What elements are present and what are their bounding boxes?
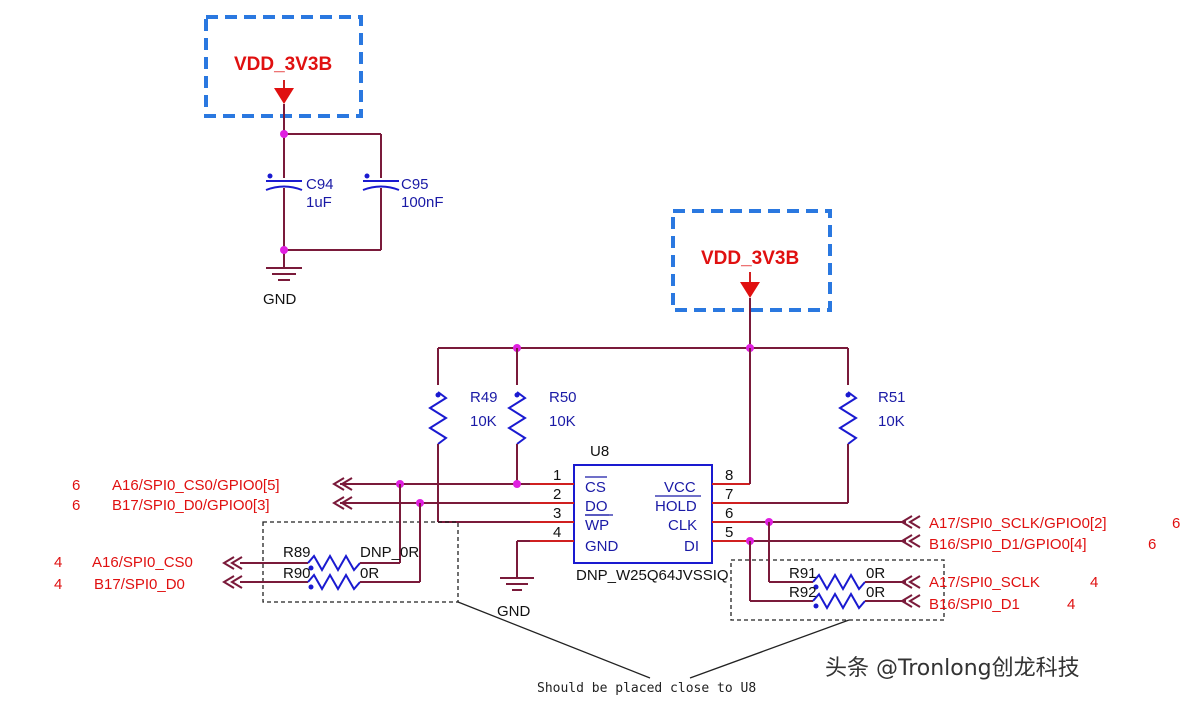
watermark: 头条 @Tronlong创龙科技	[825, 656, 1080, 681]
pin4-name: GND	[585, 538, 619, 555]
r49-ref: R49	[470, 389, 498, 406]
net-right-2-name: B16/SPI0_D1/GPIO0[4]	[929, 536, 1087, 553]
gnd-label-chip: GND	[497, 603, 531, 620]
pin7-name: HOLD	[655, 498, 697, 515]
net-right-3-name: A17/SPI0_SCLK	[929, 574, 1040, 591]
r92-ref: R92	[789, 584, 817, 601]
r90-value: 0R	[360, 565, 379, 582]
pin1-num: 1	[553, 467, 561, 484]
pin3-name: WP	[585, 517, 609, 534]
gnd-label-top: GND	[263, 291, 297, 308]
r89-value: DNP_0R	[360, 544, 419, 561]
r89-ref: R89	[283, 544, 311, 561]
power-label-top: VDD_3V3B	[234, 54, 332, 75]
c95-ref: C95	[401, 176, 429, 193]
net-left-4-page: 4	[54, 576, 62, 593]
power-label-mid: VDD_3V3B	[701, 248, 799, 269]
placement-box-left	[262, 521, 459, 603]
net-left-4-name: B17/SPI0_D0	[94, 576, 185, 593]
net-right-4-name: B16/SPI0_D1	[929, 596, 1020, 613]
chip-u8-body	[573, 464, 713, 564]
r91-ref: R91	[789, 565, 817, 582]
pin2-num: 2	[553, 486, 561, 503]
net-right-2-page: 6	[1148, 536, 1156, 553]
pin8-num: 8	[725, 467, 733, 484]
c94-value: 1uF	[306, 194, 332, 211]
net-left-2-name: B17/SPI0_D0/GPIO0[3]	[112, 497, 270, 514]
net-right-1-page: 6	[1172, 515, 1180, 532]
chip-ref: U8	[590, 443, 609, 460]
placement-box-right	[730, 559, 945, 621]
power-highlight-box-mid	[671, 209, 832, 312]
pin8-name: VCC	[664, 479, 696, 496]
c95-value: 100nF	[401, 194, 444, 211]
r51-ref: R51	[878, 389, 906, 406]
pin4-num: 4	[553, 524, 561, 541]
pin1-name: CS	[585, 479, 606, 496]
note-pointer-right	[689, 619, 850, 679]
pin2-name: DO	[585, 498, 608, 515]
pin3-num: 3	[553, 505, 561, 522]
r50-ref: R50	[549, 389, 577, 406]
note-pointer-left	[457, 601, 651, 679]
net-left-1-page: 6	[72, 477, 80, 494]
r91-value: 0R	[866, 565, 885, 582]
pin6-name: CLK	[668, 517, 697, 534]
r51-value: 10K	[878, 413, 905, 430]
net-left-1-name: A16/SPI0_CS0/GPIO0[5]	[112, 477, 280, 494]
net-right-4-page: 4	[1067, 596, 1075, 613]
pin5-num: 5	[725, 524, 733, 541]
pin5-name: DI	[684, 538, 699, 555]
power-arrow-mid	[740, 282, 760, 298]
pin6-num: 6	[725, 505, 733, 522]
power-arrow-top	[274, 88, 294, 104]
net-left-3-name: A16/SPI0_CS0	[92, 554, 193, 571]
pin7-num: 7	[725, 486, 733, 503]
r50-value: 10K	[549, 413, 576, 430]
chip-part: DNP_W25Q64JVSSIQ	[576, 567, 729, 584]
net-left-2-page: 6	[72, 497, 80, 514]
net-right-3-page: 4	[1090, 574, 1098, 591]
net-left-3-page: 4	[54, 554, 62, 571]
net-right-1-name: A17/SPI0_SCLK/GPIO0[2]	[929, 515, 1107, 532]
r49-value: 10K	[470, 413, 497, 430]
r92-value: 0R	[866, 584, 885, 601]
placement-note: Should be placed close to U8	[537, 681, 756, 696]
r90-ref: R90	[283, 565, 311, 582]
c94-ref: C94	[306, 176, 334, 193]
